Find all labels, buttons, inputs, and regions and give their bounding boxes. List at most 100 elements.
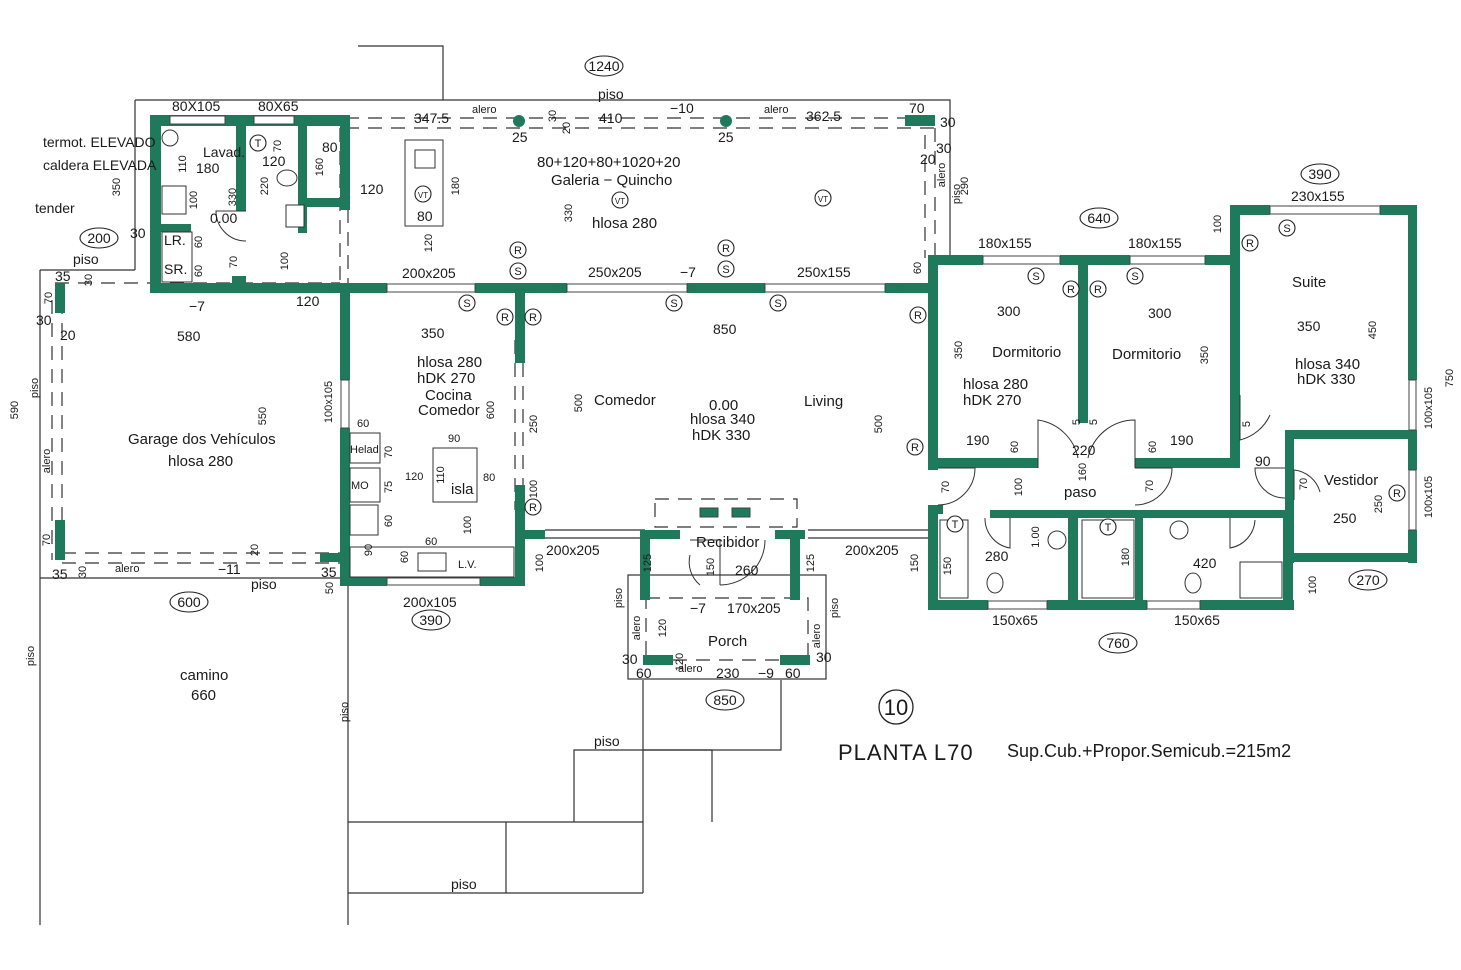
vlabel-v350d2: 350 (1199, 346, 1211, 364)
vlabel-vpiso1: piso (29, 378, 41, 398)
label-piso_g: piso (251, 576, 277, 592)
vlabel-valero5: alero (811, 624, 823, 648)
symbol-sR10: R (1241, 234, 1259, 252)
vlabel-v180b: 180 (1120, 548, 1132, 566)
label-d420: 420 (1193, 555, 1217, 571)
vlabel-v30e: 30 (83, 274, 95, 286)
symbol-sS6: S (1027, 267, 1045, 285)
vlabel-v100x105b: 100x105 (1423, 387, 1435, 429)
label-d250x205: 250x205 (588, 264, 642, 280)
label-cocina_h2: hDK 270 (417, 370, 475, 387)
vlabel-v70a: 70 (272, 140, 284, 152)
label-d80x105: 80X105 (172, 98, 220, 114)
label-d70a: 70 (909, 100, 925, 116)
label-camino: camino (180, 667, 228, 684)
label-piso_b: piso (451, 876, 477, 892)
label-galeria_h: hlosa 280 (592, 215, 657, 232)
plan-title: PLANTA L70 (838, 740, 974, 765)
label-dorm1_h1: hlosa 280 (963, 376, 1028, 393)
symbol-sVT2: VT (611, 191, 629, 209)
vlabel-v90k: 90 (363, 544, 375, 556)
label-d60k: 60 (357, 418, 369, 430)
label-mo: MO (351, 480, 369, 492)
tag-t850: 850 (705, 689, 745, 711)
vlabel-v100s: 100 (1212, 215, 1224, 233)
vlabel-v5b: 5 (1088, 419, 1100, 425)
svg-text:390: 390 (419, 612, 443, 628)
label-d350k: 350 (421, 325, 445, 341)
vlabel-v125a: 125 (642, 554, 654, 572)
label-living_h2: hDK 330 (692, 427, 750, 444)
svg-text:VT: VT (818, 195, 828, 204)
label-comedor: Comedor (594, 392, 656, 409)
symbol-sS4: S (509, 262, 527, 280)
label-d660: 660 (191, 687, 216, 704)
label-d120k: 120 (405, 471, 423, 483)
svg-text:850: 850 (713, 692, 737, 708)
label-d35c: 35 (321, 564, 337, 580)
vlabel-v70e: 70 (41, 534, 53, 546)
walls (55, 115, 1417, 665)
label-helad: Helad (350, 444, 379, 456)
vlabel-v60k2: 60 (399, 551, 411, 563)
vlabel-v100a: 100 (188, 191, 200, 209)
vlabel-v60b: 60 (193, 265, 205, 277)
tag-t1240: 1240 (584, 55, 624, 77)
label-d30c: 30 (940, 114, 956, 130)
label-d410: 410 (599, 110, 623, 126)
label-d20a: 20 (60, 327, 76, 343)
label-galeria1: 80+120+80+1020+20 (537, 154, 681, 171)
label-d60p: 60 (636, 665, 652, 681)
vlabel-v290: 290 (959, 177, 971, 195)
vlabel-v600: 600 (485, 401, 497, 419)
label-dorm2: Dormitorio (1112, 346, 1181, 363)
label-d3475: 347.5 (414, 110, 449, 126)
svg-text:VT: VT (615, 197, 625, 206)
vlabel-v110: 110 (177, 155, 189, 173)
svg-text:S: S (1131, 271, 1138, 283)
plan-number: 10 (884, 695, 908, 720)
label-cocina: Cocina (425, 387, 472, 404)
label-d150x65a: 150x65 (992, 612, 1038, 628)
label-alero_a: alero (472, 104, 496, 116)
vlabel-v60d2: 60 (1147, 441, 1159, 453)
doors (215, 210, 1321, 586)
vlabel-v60k: 60 (383, 515, 395, 527)
vlabel-v330g: 330 (563, 204, 575, 222)
label-dm11: −11 (218, 561, 241, 577)
vlabel-vpiso3: piso (339, 702, 351, 722)
label-dorm1: Dormitorio (992, 344, 1061, 361)
label-d190a: 190 (966, 432, 990, 448)
label-termot: termot. ELEVADO (43, 134, 156, 150)
vlabel-v70p: 70 (940, 481, 952, 493)
vlabel-v100b: 100 (279, 252, 291, 270)
label-sr: SR. (164, 261, 187, 277)
symbol-sT2: T (946, 515, 964, 533)
label-d30p: 30 (622, 651, 638, 667)
label-alero_p: alero (678, 663, 702, 675)
fixtures (161, 115, 1283, 599)
label-vestidor: Vestidor (1324, 472, 1378, 489)
vlabel-v125b: 125 (805, 554, 817, 572)
svg-text:T: T (255, 138, 262, 150)
vlabel-v120p: 120 (657, 619, 669, 637)
label-living: Living (804, 393, 843, 410)
windows (169, 115, 1417, 610)
svg-text:R: R (914, 310, 922, 322)
label-d90k: 90 (448, 433, 460, 445)
tag-t270: 270 (1348, 569, 1388, 591)
vlabel-v50: 50 (324, 582, 336, 594)
label-d300a: 300 (997, 303, 1021, 319)
label-tender: tender (35, 200, 75, 216)
vlabel-valero4: alero (631, 616, 643, 640)
svg-text:R: R (722, 243, 730, 255)
label-d190b: 190 (1170, 432, 1194, 448)
label-d35b: 35 (52, 566, 68, 582)
label-dm9: −9 (758, 665, 774, 681)
vlabel-v150r: 150 (705, 558, 717, 576)
symbol-sS7: S (1126, 267, 1144, 285)
svg-text:S: S (514, 266, 521, 278)
